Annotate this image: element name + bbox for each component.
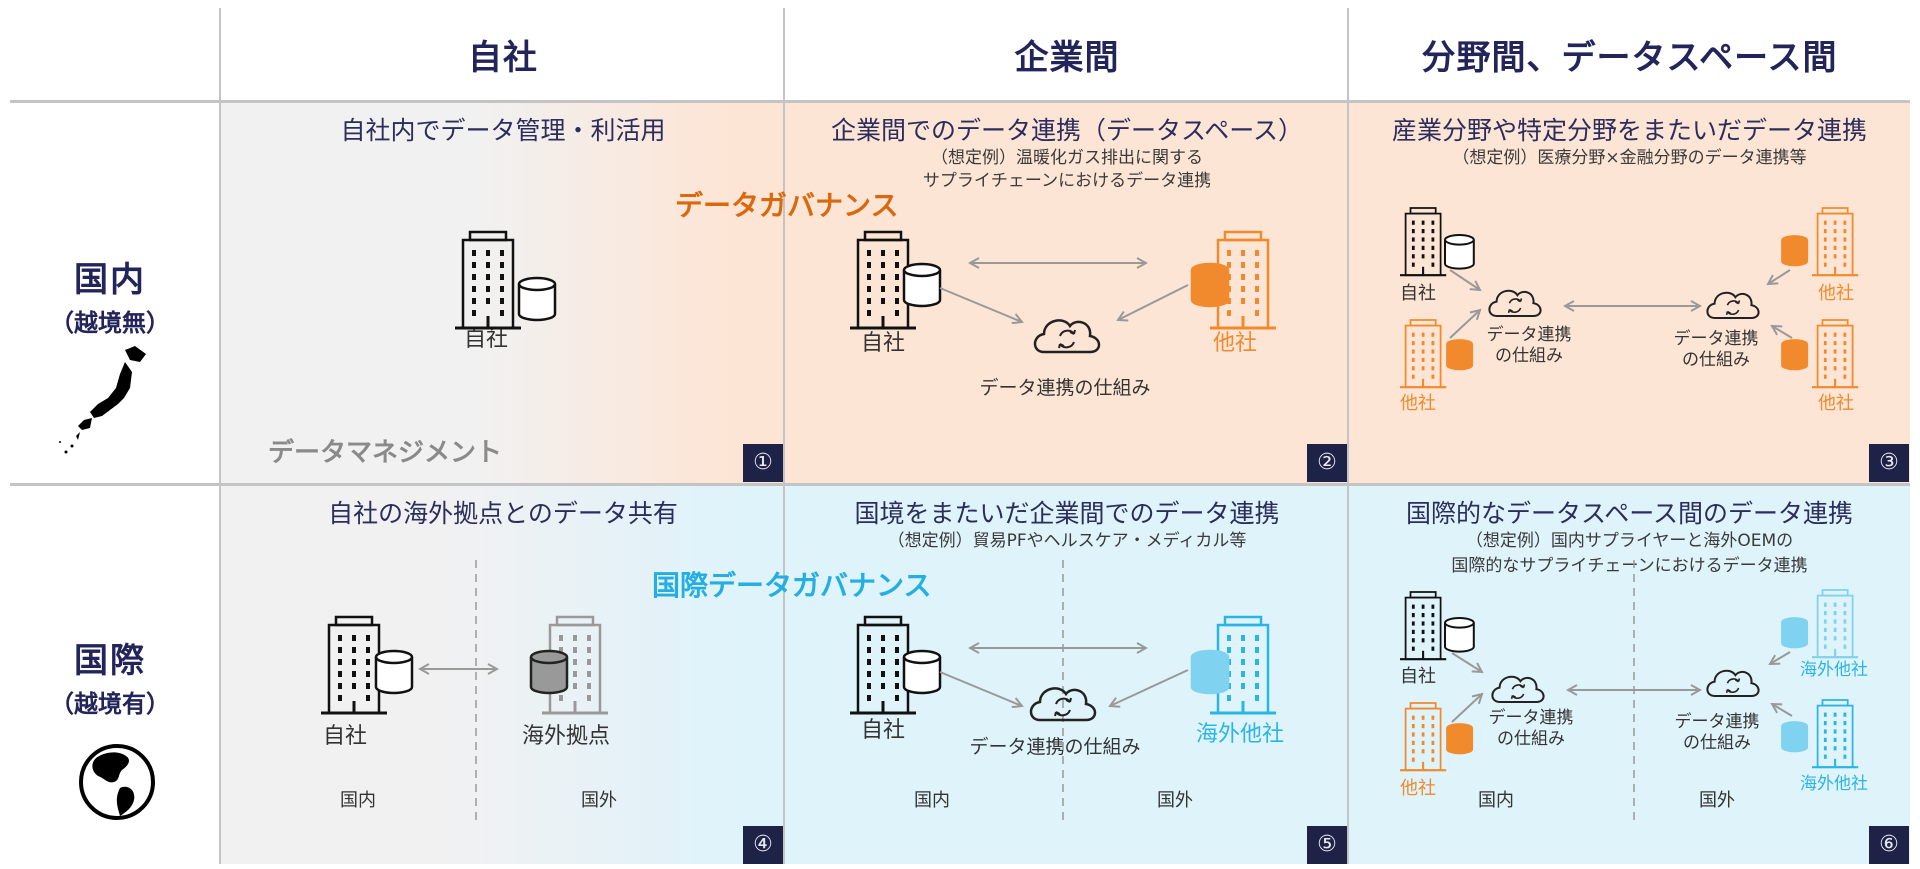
label-data-mechanism-1-line2: の仕組み [1497, 729, 1565, 749]
label-overseas-base: 海外拠点 [521, 724, 610, 749]
cell-4-background [221, 486, 785, 864]
cell-4: 自社の海外拠点とのデータ共有 自社 海外拠点 国内 国外 ④ [221, 486, 785, 864]
cell-title: 自社内でデータ管理・利活用 [340, 116, 666, 145]
label-domestic: 国内 [1478, 790, 1514, 811]
column-header-own-company: 自社 [468, 38, 538, 78]
label-overseas-other-company: 海外他社 [1800, 660, 1868, 680]
label-own-company: 自社 [860, 718, 905, 743]
cell-number-badge: ③ [1869, 444, 1909, 482]
row-label-international: 国際 （越境有） [0, 633, 220, 719]
label-domestic: 国内 [914, 790, 950, 811]
label-data-mechanism-1-line1: データ連携 [1486, 325, 1572, 345]
cell-example-line-1: （想定例）国内サプライヤーと海外OEMの [1465, 531, 1794, 551]
data-management-label: データマネジメント [268, 438, 503, 468]
cell-6: 国際的なデータスペース間のデータ連携 （想定例）国内サプライヤーと海外OEMの … [1349, 486, 1910, 864]
row-subtitle: （越境無） [50, 309, 170, 337]
cell-number-badge: ⑤ [1307, 826, 1347, 864]
cell-title: 自社の海外拠点とのデータ共有 [328, 499, 678, 528]
label-data-mechanism-2-line1: データ連携 [1673, 329, 1759, 349]
label-data-mechanism-2-line2: の仕組み [1683, 733, 1751, 753]
row-label-domestic: 国内 （越境無） [0, 252, 220, 338]
label-own-company: 自社 [322, 724, 367, 749]
label-other-company: 他社 [1400, 778, 1436, 799]
column-header-inter-company: 企業間 [1014, 38, 1120, 78]
label-other-company: 他社 [1400, 393, 1436, 414]
label-data-mechanism-1-line1: データ連携 [1488, 708, 1574, 728]
cell-5: 国境をまたいだ企業間でのデータ連携 （想定例）貿易PFやヘルスケア・メディカル等… [785, 486, 1349, 864]
label-overseas-other-company: 海外他社 [1800, 774, 1868, 794]
cell-example-line-2: サプライチェーンにおけるデータ連携 [922, 171, 1212, 191]
row-subtitle: （越境有） [50, 690, 170, 718]
label-own-company: 自社 [1400, 666, 1436, 687]
cell-example-line-1: （想定例）貿易PFやヘルスケア・メディカル等 [887, 531, 1247, 551]
label-data-mechanism-1-line2: の仕組み [1495, 346, 1563, 366]
label-data-mechanism-2-line1: データ連携 [1674, 712, 1760, 732]
cell-example-line-1: （想定例）医療分野×金融分野のデータ連携等 [1452, 148, 1807, 168]
cell-number-badge: ⑥ [1869, 826, 1909, 864]
cell-2: 企業間でのデータ連携（データスペース） （想定例）温暖化ガス排出に関する サプラ… [785, 103, 1349, 483]
globe-icon [79, 744, 155, 820]
label-data-mechanism: データ連携の仕組み [979, 377, 1151, 399]
cell-example-line-2: 国際的なサプライチェーンにおけるデータ連携 [1451, 556, 1808, 576]
cell-title: 国際的なデータスペース間のデータ連携 [1405, 499, 1853, 528]
cell-number-badge: ② [1307, 444, 1347, 482]
data-governance-label: データガバナンス [675, 189, 899, 222]
cell-number-badge: ④ [743, 826, 783, 864]
label-own-company: 自社 [860, 331, 905, 356]
cell-title: 産業分野や特定分野をまたいだデータ連携 [1391, 116, 1867, 145]
label-overseas: 国外 [1157, 790, 1193, 811]
label-own-company: 自社 [463, 327, 508, 352]
japan-map-icon [59, 346, 146, 454]
label-overseas: 国外 [1699, 790, 1735, 811]
cell-3-background [1349, 103, 1910, 483]
cell-6-background [1349, 486, 1910, 864]
label-other-company: 他社 [1212, 331, 1257, 356]
label-own-company: 自社 [1400, 283, 1436, 304]
label-data-mechanism-2-line2: の仕組み [1682, 350, 1750, 370]
column-header-inter-sector: 分野間、データスペース間 [1421, 38, 1838, 78]
label-other-company: 他社 [1818, 393, 1854, 414]
row-title: 国内 [74, 260, 146, 300]
label-overseas: 国外 [581, 790, 617, 811]
intl-data-governance-label: 国際データガバナンス [652, 569, 932, 602]
cell-1: 自社内でデータ管理・利活用 自社 ① [221, 103, 785, 483]
cell-title: 国境をまたいだ企業間でのデータ連携 [854, 499, 1280, 528]
col-divider-1 [219, 8, 221, 864]
header-divider [10, 100, 1910, 103]
cell-number-badge: ① [743, 444, 783, 482]
cell-title: 企業間でのデータ連携（データスペース） [830, 116, 1303, 145]
cell-example-line-1: （想定例）温暖化ガス排出に関する [931, 148, 1203, 168]
col-divider-2 [783, 8, 785, 864]
row-divider [10, 483, 1910, 486]
label-overseas-other-company: 海外他社 [1195, 722, 1284, 747]
cell-3: 産業分野や特定分野をまたいだデータ連携 （想定例）医療分野×金融分野のデータ連携… [1349, 103, 1910, 483]
row-title: 国際 [74, 641, 146, 681]
label-data-mechanism: データ連携の仕組み [969, 736, 1141, 758]
label-other-company: 他社 [1818, 283, 1854, 304]
label-domestic: 国内 [340, 790, 376, 811]
col-divider-3 [1347, 8, 1349, 864]
